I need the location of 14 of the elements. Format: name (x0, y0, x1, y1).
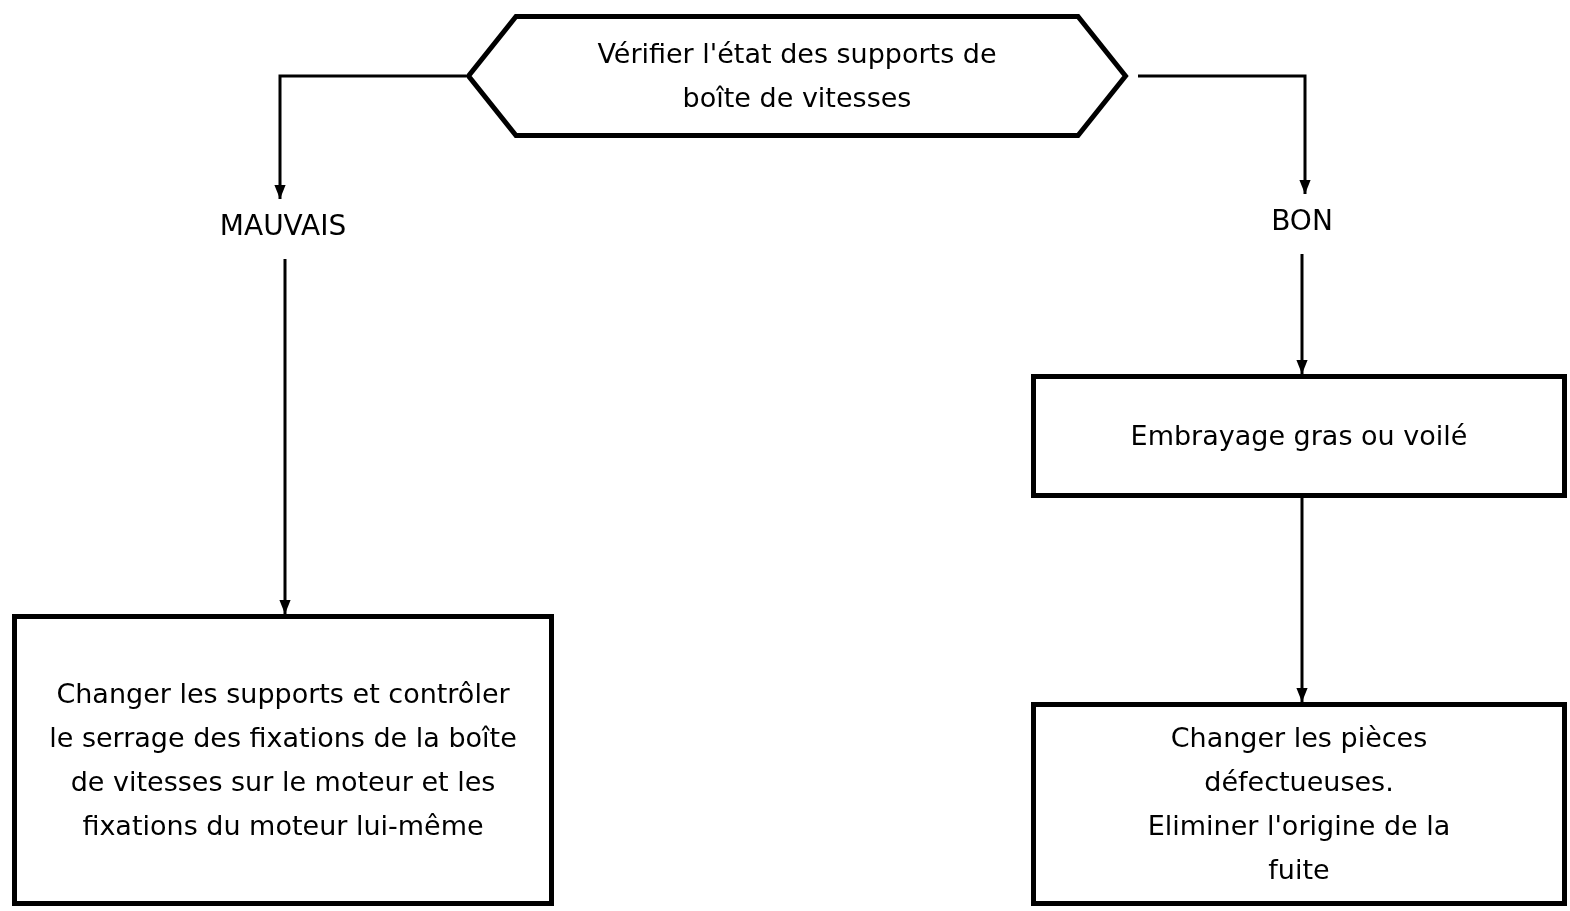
branch-label: MAUVAIS (193, 203, 373, 247)
process-box (1031, 702, 1567, 906)
arrow (1138, 74, 1311, 194)
box-text: Changer les supports et contrôler le serrage des fixations de la boîte de vitesses sur le moteur et les fixations du moteur lui-même (48, 677, 518, 843)
arrow (1296, 498, 1308, 702)
arrow (274, 74, 466, 199)
arrow (1296, 254, 1308, 374)
box-text: Vérifier l'état des supports de boîte de vitesses (596, 37, 998, 115)
box-text: Embrayage gras ou voilé (1130, 419, 1468, 453)
box-text: Changer les pièces défectueuses. Eliminer l'origine de la fuite (1146, 721, 1452, 887)
process-box (1031, 374, 1567, 498)
arrow (279, 259, 291, 614)
process-box (12, 614, 554, 906)
branch-label: BON (1252, 198, 1352, 242)
